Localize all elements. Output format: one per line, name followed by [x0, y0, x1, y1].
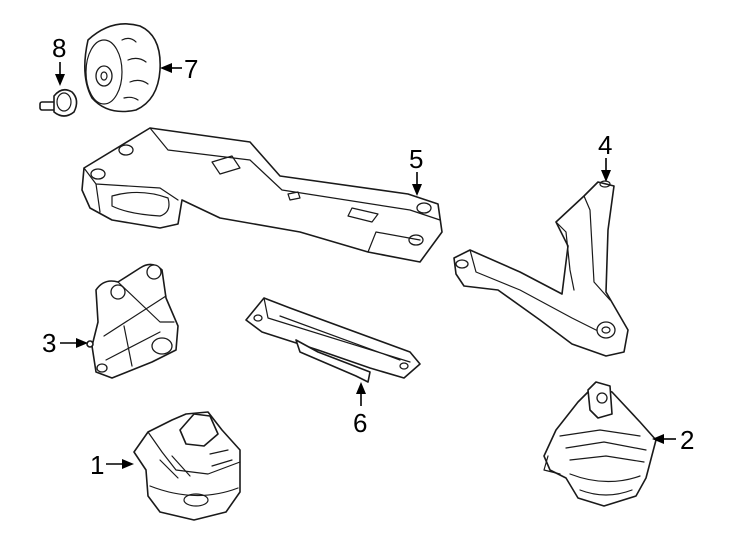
part-2-engine-mount[interactable] [543, 381, 657, 507]
callout-label-2: 2 [680, 425, 694, 455]
part-8-stud-bushing[interactable] [39, 88, 78, 117]
callout-label-4: 4 [598, 130, 612, 160]
callout-7: 7 [160, 54, 198, 84]
part-1-engine-mount[interactable] [133, 411, 241, 521]
part-4-bracket-arm[interactable] [453, 180, 629, 357]
callout-label-3: 3 [42, 328, 56, 358]
callout-label-1: 1 [90, 450, 104, 480]
callout-4: 4 [598, 130, 612, 182]
callout-1: 1 [90, 450, 134, 480]
callout-5: 5 [409, 144, 423, 196]
callout-label-5: 5 [409, 144, 423, 174]
callout-2: 2 [652, 425, 694, 455]
part-6-support-bar[interactable] [245, 297, 421, 383]
callout-label-7: 7 [184, 54, 198, 84]
callout-3: 3 [42, 328, 88, 358]
part-5-crossmember[interactable] [81, 127, 443, 263]
part-7-rubber-mount[interactable] [84, 23, 161, 113]
part-3-mount-bracket[interactable] [86, 263, 179, 379]
callout-6: 6 [353, 382, 367, 438]
callout-8: 8 [52, 33, 66, 86]
callout-label-6: 6 [353, 408, 367, 438]
callout-label-8: 8 [52, 33, 66, 63]
